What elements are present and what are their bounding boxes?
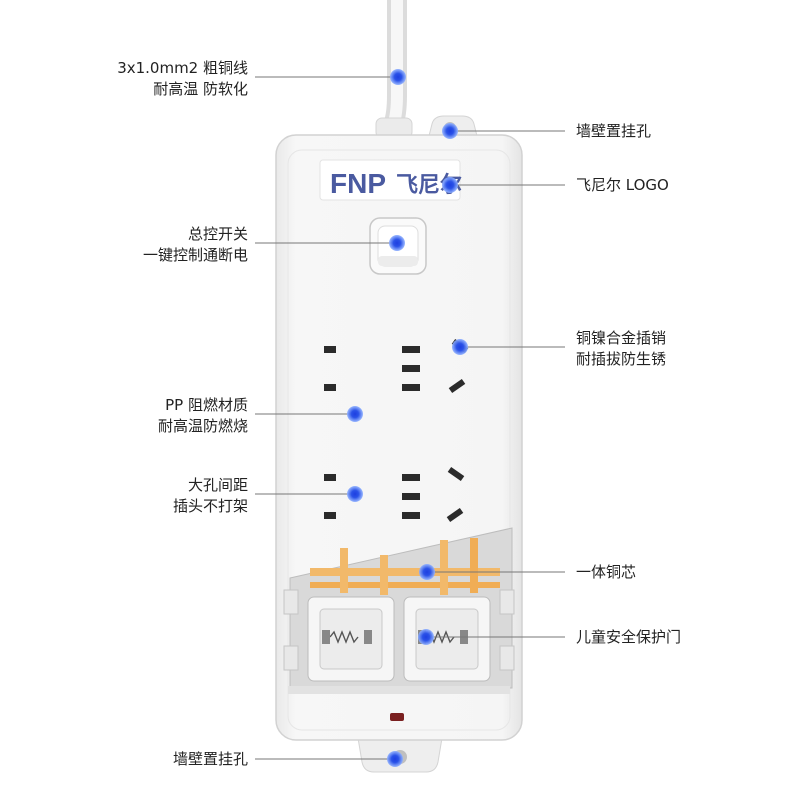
marker-dot-bottom-hole [387, 751, 403, 767]
callout-cable-line1: 3x1.0mm2 粗铜线 [117, 59, 248, 77]
callout-copper-core-line1: 一体铜芯 [576, 563, 637, 581]
callout-switch-line2: 一键控制通断电 [142, 246, 248, 264]
power-cord [375, 0, 413, 139]
marker-dot-material [347, 406, 363, 422]
callout-cable-line2: 耐高温 防软化 [153, 80, 248, 98]
callout-logo-line1: 飞尼尔 LOGO [576, 176, 669, 194]
callout-spacing-line1: 大孔间距 [187, 476, 248, 494]
callout-spacing: 大孔间距 插头不打架 [173, 475, 248, 517]
outlet-row-2 [324, 466, 465, 523]
marker-dot-switch [389, 235, 405, 251]
callout-material-line1: PP 阻燃材质 [165, 396, 248, 414]
callout-logo: 飞尼尔 LOGO [576, 175, 669, 196]
logo-text: FNP [330, 168, 386, 199]
marker-dot-spacing [347, 486, 363, 502]
callout-bottom-hole-line1: 墙壁置挂孔 [172, 750, 248, 768]
marker-dot-child-door [418, 629, 434, 645]
callout-material-line2: 耐高温防燃烧 [157, 417, 248, 435]
callout-cable: 3x1.0mm2 粗铜线 耐高温 防软化 [117, 58, 248, 100]
marker-dot-logo [442, 177, 458, 193]
marker-dot-copper [419, 564, 435, 580]
callout-pins-line2: 耐插拔防生锈 [576, 350, 667, 368]
callout-switch-line1: 总控开关 [187, 225, 248, 243]
marker-dot-cable [390, 69, 406, 85]
callout-material: PP 阻燃材质 耐高温防燃烧 [158, 395, 248, 437]
callout-child-door: 儿童安全保护门 [576, 627, 681, 648]
callout-switch: 总控开关 一键控制通断电 [143, 224, 248, 266]
leader-lines [255, 76, 565, 760]
callout-copper-core: 一体铜芯 [576, 562, 636, 583]
callout-spacing-line2: 插头不打架 [172, 497, 248, 515]
marker-dot-top-hole [442, 123, 458, 139]
callout-pins-line1: 铜镍合金插销 [576, 329, 667, 347]
callout-top-hole: 墙壁置挂孔 [576, 121, 651, 142]
callout-bottom-hole: 墙壁置挂孔 [173, 749, 248, 770]
marker-dot-pins [452, 339, 468, 355]
cutaway-interior [283, 527, 515, 721]
marker-dots [347, 69, 468, 767]
callout-child-door-line1: 儿童安全保护门 [576, 628, 682, 646]
brand-logo: FNP 飞尼尔 [319, 159, 462, 201]
callout-pins: 铜镍合金插销 耐插拔防生锈 [576, 328, 666, 370]
callout-top-hole-line1: 墙壁置挂孔 [576, 122, 652, 140]
